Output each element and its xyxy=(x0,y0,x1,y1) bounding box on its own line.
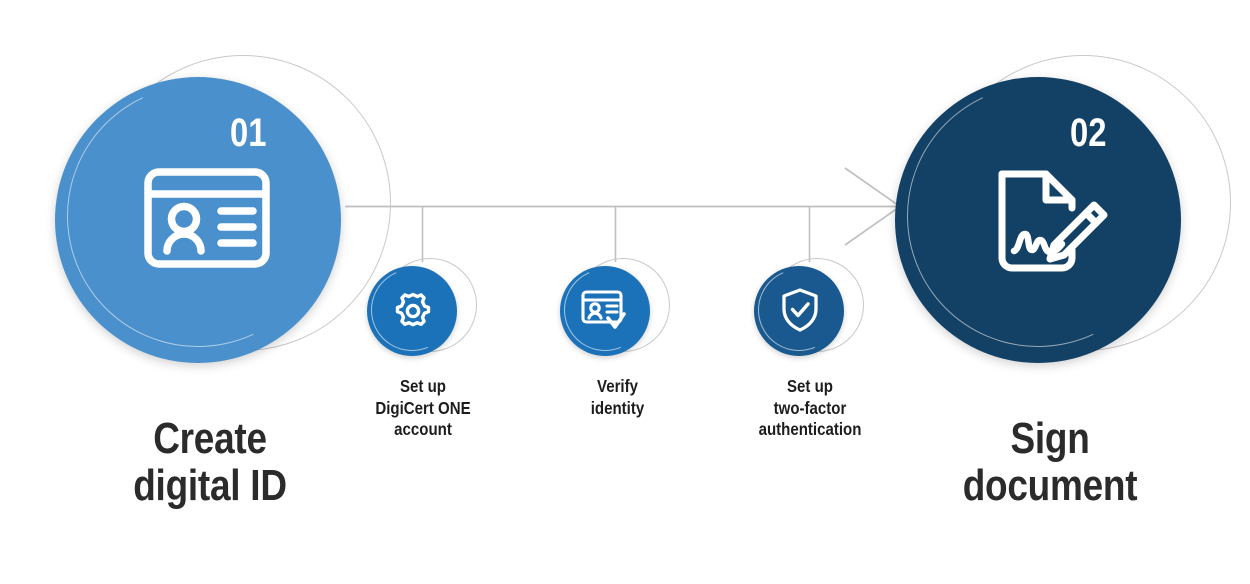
substep-3-disc xyxy=(745,256,853,364)
substep-node-1[interactable] xyxy=(358,256,479,364)
substep-2-label-line1: Verify xyxy=(596,376,639,396)
substep-2-label: Verify identity xyxy=(555,376,680,419)
step-node-02[interactable]: 02 xyxy=(870,48,1231,384)
substep-1-disc xyxy=(358,256,466,364)
step-02-label-line2: document xyxy=(962,461,1138,511)
substep-3-label: Set up two-factor authentication xyxy=(741,376,879,441)
document-signature-icon xyxy=(985,160,1110,285)
arrowhead-icon xyxy=(844,167,902,246)
gear-icon xyxy=(391,289,435,333)
step-01-label-line1: Create xyxy=(153,414,267,463)
substep-1-label-line3: account xyxy=(394,419,452,440)
step-01-label: Create digital ID xyxy=(84,415,336,509)
step-02-label: Sign document xyxy=(924,415,1176,509)
substep-node-2[interactable] xyxy=(551,256,672,364)
substep-3-label-line1: Set up xyxy=(786,376,833,396)
id-verify-icon xyxy=(580,288,632,334)
id-card-icon xyxy=(142,163,272,273)
substep-3-label-line2: two-factor xyxy=(773,397,847,418)
substep-node-3[interactable] xyxy=(745,256,866,364)
substep-2-disc xyxy=(551,256,659,364)
substep-1-label-line2: DigiCert ONE xyxy=(375,397,471,418)
substep-3-label-line3: authentication xyxy=(758,419,862,440)
shield-check-icon xyxy=(780,287,820,333)
step-01-label-line2: digital ID xyxy=(133,461,287,511)
step-01-number: 01 xyxy=(230,111,267,155)
substep-1-label: Set up DigiCert ONE account xyxy=(359,376,488,441)
substep-1-label-line1: Set up xyxy=(399,376,446,396)
step-02-label-line1: Sign xyxy=(1010,414,1090,463)
step-02-disc xyxy=(870,48,1206,384)
substep-2-label-line2: identity xyxy=(590,397,645,418)
step-node-01[interactable]: 01 xyxy=(30,48,391,384)
step-02-number: 02 xyxy=(1070,111,1107,155)
